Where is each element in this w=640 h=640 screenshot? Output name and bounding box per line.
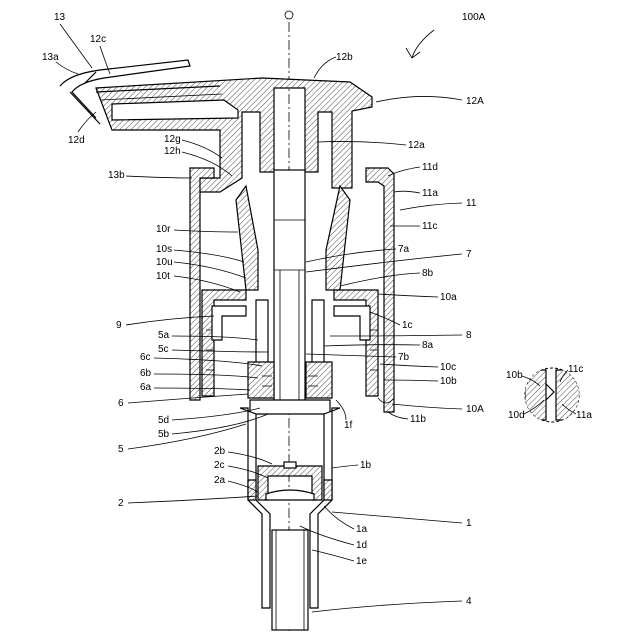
label-4: 4 [466,596,472,607]
leader-10u [174,262,246,278]
valve [258,462,322,500]
leader-8b [340,273,420,286]
label-5b: 5b [158,429,170,440]
label-d11c: 11c [568,364,583,375]
leader-5 [128,424,246,449]
leader-13 [60,24,92,68]
assembly-arrow [406,30,434,58]
label-10a: 10a [440,292,457,303]
leader-1a [324,506,354,529]
leader-8 [330,335,462,336]
leader-10r [174,230,238,232]
stem [274,170,305,405]
label-8b: 8b [422,268,434,279]
label-12A: 12A [466,96,484,107]
label-11: 11 [466,198,477,209]
label-5a: 5a [158,330,170,341]
label-1e: 1e [356,556,368,567]
leader-12b [314,57,336,78]
leader-12a [318,141,406,145]
label-5: 5 [118,444,124,455]
leader-5c [172,350,268,352]
label-11a: 11a [422,188,438,199]
label-10A: 10A [466,404,484,415]
leader-1b [332,465,358,468]
leader-11b [388,412,408,419]
label-11d: 11d [422,162,438,173]
leader-11 [400,203,462,210]
label-1d: 1d [356,540,367,551]
label-13: 13 [54,12,66,23]
label-1a: 1a [356,524,368,535]
label-10u: 10u [156,257,173,268]
assembly-label: 100A [462,12,486,23]
leader-13a [56,62,78,74]
label-1c: 1c [402,320,413,331]
leader-13b [126,176,192,178]
label-11b: 11b [410,414,426,425]
label-d11a: 11a [576,410,592,421]
leader-1 [332,512,462,523]
label-2c: 2c [214,460,225,471]
leader-1f [336,400,346,420]
label-2b: 2b [214,446,226,457]
label-6b: 6b [140,368,152,379]
label-12b: 12b [336,52,353,63]
label-10t: 10t [156,271,170,282]
label-6a: 6a [140,382,152,393]
leader-7a [306,249,396,262]
label-d10d: 10d [508,410,525,421]
label-10s: 10s [156,244,172,255]
label-5c: 5c [158,344,169,355]
label-2a: 2a [214,475,226,486]
label-6: 6 [118,398,124,409]
leader-11a [394,191,420,193]
label-6c: 6c [140,352,151,363]
label-7a: 7a [398,244,410,255]
label-12c: 12c [90,34,106,45]
label-10c: 10c [440,362,456,373]
label-5d: 5d [158,415,169,426]
label-d10b: 10b [506,370,523,381]
label-12h: 12h [164,146,181,157]
leader-12A [376,96,462,102]
nozzle-head [60,60,372,192]
dip-tube [272,530,308,630]
label-2: 2 [118,498,124,509]
leader-9 [126,316,214,325]
label-12a: 12a [408,140,425,151]
leader-10s [174,250,244,262]
leader-4 [312,601,462,612]
label-1f: 1f [344,420,353,431]
label-9: 9 [116,320,122,331]
leader-10A [392,404,462,409]
label-12g: 12g [164,134,181,145]
label-1: 1 [466,518,472,529]
label-8: 8 [466,330,472,341]
label-8a: 8a [422,340,434,351]
label-7b: 7b [398,352,410,363]
leader-6 [128,394,248,403]
leader-12g [182,140,222,158]
label-7: 7 [466,249,472,260]
label-10r: 10r [156,224,171,235]
label-10b: 10b [440,376,457,387]
detail-view [525,368,580,422]
label-13a: 13a [42,52,59,63]
label-11c: 11c [422,221,437,232]
label-13b: 13b [108,170,125,181]
label-1b: 1b [360,460,372,471]
label-12d: 12d [68,135,85,146]
leader-2 [128,496,258,503]
